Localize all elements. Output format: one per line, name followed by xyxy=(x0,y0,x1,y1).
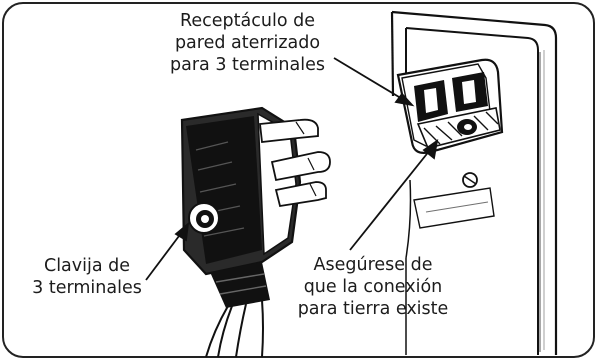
ground-note-line-2: que la conexión xyxy=(303,277,443,297)
receptacle-arrowhead xyxy=(394,92,415,107)
plug-arrowhead xyxy=(174,221,190,242)
receptacle-label: Receptáculo de pared aterrizado para 3 t… xyxy=(150,10,345,76)
ground-arrowhead xyxy=(422,139,439,160)
power-cord xyxy=(205,299,264,358)
wall-plate xyxy=(390,10,558,355)
callout-arrows xyxy=(145,57,439,281)
plug-leader-line xyxy=(145,231,183,281)
ground-leader-line xyxy=(349,149,431,251)
plug-label-line-1: Clavija de xyxy=(43,256,131,276)
ground-note-line-3: para tierra existe xyxy=(297,299,449,319)
three-prong-plug xyxy=(180,106,331,308)
ground-note-line-1: Asegúrese de xyxy=(313,255,433,275)
wall-receptacle xyxy=(396,58,504,229)
receptacle-label-line-3: para 3 terminales xyxy=(170,55,325,75)
receptacle-label-line-1: Receptáculo de xyxy=(180,11,315,31)
receptacle-leader-line xyxy=(333,57,405,101)
plug-label: Clavija de 3 terminales xyxy=(10,255,164,299)
receptacle-label-line-2: pared aterrizado xyxy=(174,33,321,53)
ground-note-label: Asegúrese de que la conexión para tierra… xyxy=(283,254,463,320)
illustration-frame xyxy=(2,2,595,358)
plug-label-line-2: 3 terminales xyxy=(32,278,142,298)
